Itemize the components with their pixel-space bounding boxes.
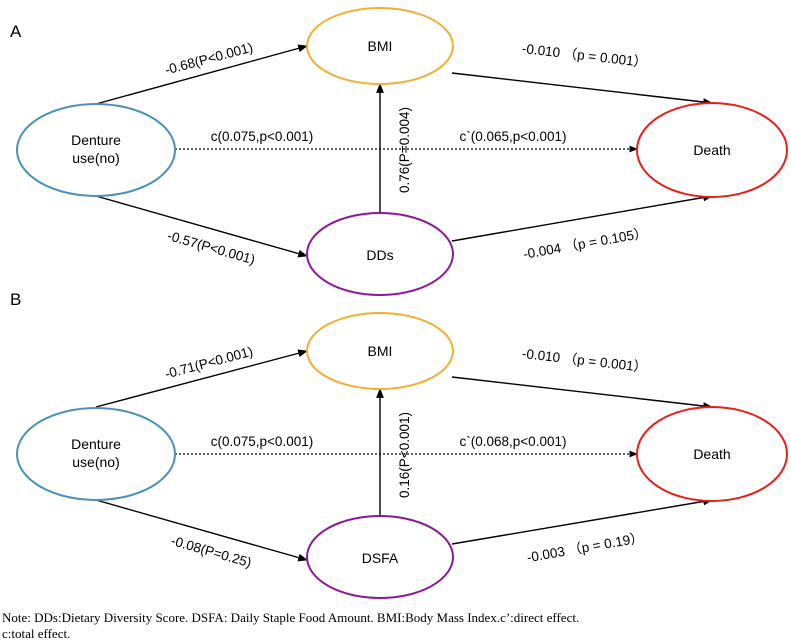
panel-letter: B — [10, 290, 21, 309]
label-total-effect: c(0.075,p<0.001) — [211, 129, 313, 144]
label-diet-bmi: 0.16(P<0.001) — [397, 412, 412, 498]
panel-b: B Denture use(no) BMI DSFA Death -0.71(P… — [10, 290, 788, 599]
arrow-exposure-to-diet — [95, 195, 308, 258]
label-exposure-bmi: -0.71(P<0.001) — [163, 344, 254, 382]
figure-note: Note: DDs:Dietary Diversity Score. DSFA:… — [2, 610, 782, 642]
label-diet-bmi: 0.76(P=0.004) — [397, 107, 412, 193]
node-bmi-label: BMI — [368, 38, 393, 54]
node-diet — [306, 212, 454, 296]
node-bmi — [306, 7, 454, 85]
label-exposure-bmi: -0.68(P<0.001) — [163, 40, 254, 78]
panel-a: A Denture use(no) BMI DDs Death -0.68(P<… — [10, 7, 788, 296]
label-total-effect: c(0.075,p<0.001) — [211, 434, 313, 449]
label-diet-death: -0.003 （p = 0.19） — [526, 530, 645, 565]
arrow-diet-to-death — [451, 193, 713, 242]
note-line-1: Note: DDs:Dietary Diversity Score. DSFA:… — [2, 610, 580, 625]
arrow-exposure-to-bmi — [95, 349, 308, 408]
label-bmi-death: -0.010 （p = 0.001） — [521, 346, 648, 375]
node-exposure-label-line2: use(no) — [72, 454, 119, 470]
node-outcome-label: Death — [693, 446, 730, 462]
node-outcome — [636, 102, 788, 198]
label-bmi-death: -0.010 （p = 0.001） — [521, 41, 648, 70]
node-exposure — [16, 103, 176, 197]
node-exposure — [16, 407, 176, 501]
node-exposure-label-line2: use(no) — [72, 150, 119, 166]
node-diet — [306, 515, 454, 599]
arrow-diet-to-death — [451, 497, 713, 545]
label-direct-effect: c`(0.068,p<0.001) — [460, 434, 567, 449]
node-outcome-label: Death — [693, 142, 730, 158]
label-exposure-diet: -0.08(P=0.25) — [169, 533, 253, 570]
label-exposure-diet: -0.57(P<0.001) — [166, 228, 257, 267]
label-direct-effect: c`(0.065,p<0.001) — [460, 129, 567, 144]
arrow-bmi-to-death — [451, 376, 713, 410]
node-diet-label: DDs — [366, 247, 393, 263]
node-outcome — [636, 406, 788, 502]
node-bmi — [306, 312, 454, 390]
arrow-exposure-to-diet — [95, 499, 308, 562]
node-exposure-label-line1: Denture — [71, 436, 121, 452]
panel-letter: A — [10, 22, 22, 41]
node-exposure-label-line1: Denture — [71, 132, 121, 148]
arrow-exposure-to-bmi — [95, 44, 308, 105]
label-diet-death: -0.004 （p = 0.105） — [522, 225, 648, 262]
arrow-bmi-to-death — [451, 72, 713, 106]
note-line-2: c:total effect. — [2, 626, 71, 641]
node-bmi-label: BMI — [368, 343, 393, 359]
node-diet-label: DSFA — [362, 550, 399, 566]
